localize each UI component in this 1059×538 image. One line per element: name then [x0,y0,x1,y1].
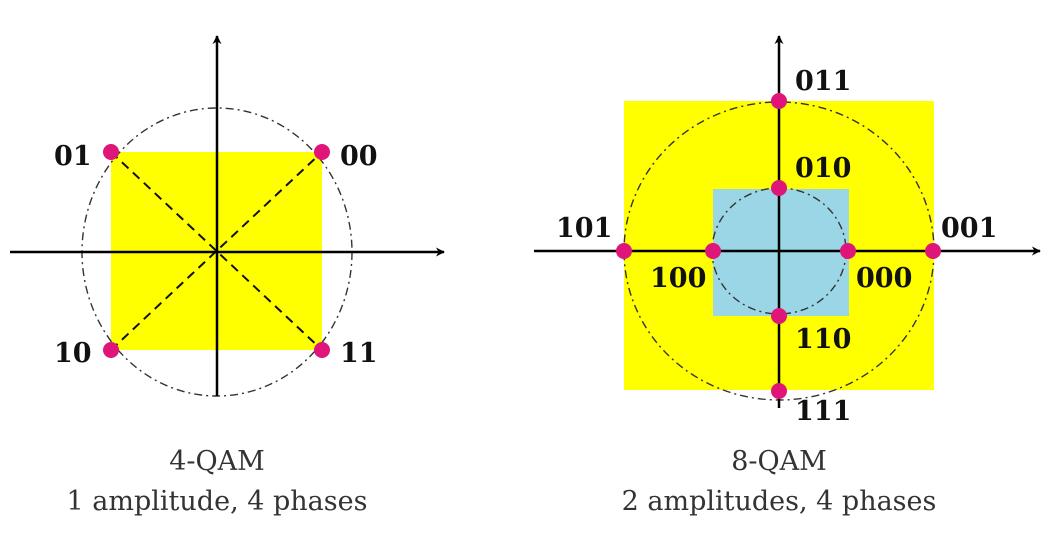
qam4-point [314,144,330,160]
qam8-point-label: 001 [941,213,997,244]
qam8-title: 8-QAM [731,446,827,477]
qam4-diagonal-2 [110,151,323,351]
qam8-point [705,243,721,259]
qam4-point-label: 00 [340,141,378,172]
qam4-points [103,144,330,358]
qam4-point [314,342,330,358]
qam8-point-label: 011 [795,66,851,97]
qam4-point-label: 10 [54,338,92,369]
qam8-point [925,243,941,259]
qam4-title: 4-QAM [169,446,265,477]
qam8-point [771,308,787,324]
qam8-point-label: 010 [795,153,851,184]
qam4-point-label: 11 [340,338,378,369]
qam8-point-label: 101 [556,213,612,244]
qam8-point-label: 100 [650,263,706,294]
qam8-point [771,383,787,399]
qam8-point-label: 000 [856,263,912,294]
qam4-diagram: 01 00 10 11 4-QAM 1 amplitude, 4 phases [10,35,445,517]
qam8-point-label: 111 [795,396,851,427]
qam4-subtitle: 1 amplitude, 4 phases [67,486,368,517]
qam4-point [103,144,119,160]
qam8-point [616,243,632,259]
qam8-point [771,93,787,109]
qam4-diagonal-1 [110,151,323,351]
qam4-point-label: 01 [54,141,92,172]
qam8-diagram: 011 010 101 001 100 000 110 111 8-QAM 2 … [534,35,1041,517]
qam4-point [103,342,119,358]
qam8-point [771,180,787,196]
qam8-points [616,93,941,399]
qam8-subtitle: 2 amplitudes, 4 phases [622,486,937,517]
qam8-point-label: 110 [795,324,851,355]
qam8-point [840,243,856,259]
